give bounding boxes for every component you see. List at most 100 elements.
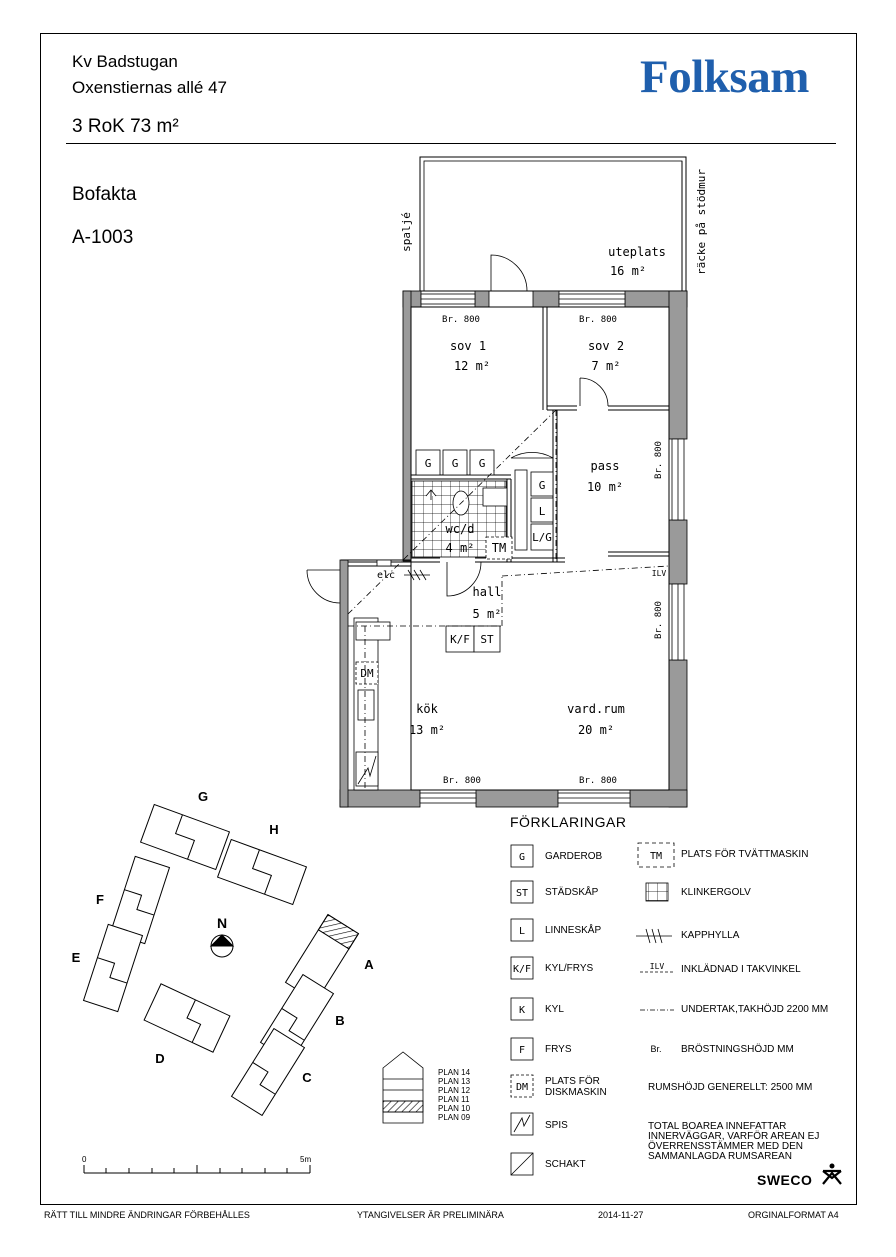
room-area-kok: 13 m² <box>409 723 445 737</box>
room-labels: uteplats 16 m² sov 1 12 m² sov 2 7 m² pa… <box>409 245 666 737</box>
wardrobe-label: G <box>479 457 486 470</box>
coat-rack-symbol <box>636 928 672 944</box>
legend-code: TM <box>650 851 662 862</box>
sill-height-label: Br. 800 <box>442 315 480 325</box>
lowered-ceiling-lines <box>347 409 670 790</box>
tile-floor-symbol <box>645 882 669 902</box>
legend-item-label: PLATS FÖR DISKMASKIN <box>545 1076 607 1098</box>
legend-code: ILV <box>650 962 665 971</box>
legend-item-label: UNDERTAK,TAKHÖJD 2200 MM <box>681 1004 829 1015</box>
legend-code: K/F <box>513 964 531 975</box>
scale-bar <box>83 1165 311 1174</box>
footer-date: 2014-11-27 <box>598 1210 644 1220</box>
header-divider <box>66 143 836 144</box>
plan-label: PLAN 12 <box>438 1086 471 1095</box>
doors <box>306 254 609 604</box>
dishwasher-label: DM <box>360 667 374 680</box>
legend-item-label: INKLÄDNAD I TAKVINKEL <box>681 964 801 975</box>
building-e <box>82 923 144 1013</box>
building-label: F <box>96 892 104 907</box>
fridge-freezer-label: K/F <box>450 633 470 646</box>
legend-item-label: RUMSHÖJD GENERELLT: 2500 MM <box>648 1082 813 1093</box>
room-name-wcd: wc/d <box>446 522 475 536</box>
apartment-id: A-1003 <box>72 227 134 248</box>
plan-label: PLAN 11 <box>438 1095 470 1104</box>
storage-pass: G L L/G TM <box>485 469 554 560</box>
plan-label: PLAN 13 <box>438 1077 471 1086</box>
room-area-uteplats: 16 m² <box>610 264 646 278</box>
wardrobe-label: G <box>539 479 546 492</box>
washing-machine-label: TM <box>492 541 506 555</box>
room-area-sov2: 7 m² <box>592 359 621 373</box>
electrical-cabinet-label: elc <box>377 570 395 581</box>
scale-start: 0 <box>82 1155 87 1164</box>
legend-item-label: KYL/FRYS <box>545 963 594 974</box>
footer-preliminary: YTANGIVELSER ÄR PRELIMINÄRA <box>357 1210 504 1220</box>
linen-label: L <box>539 505 546 518</box>
room-name-sov2: sov 2 <box>588 339 624 353</box>
footer-format: ORGINALFORMAT A4 <box>748 1210 839 1220</box>
building-h <box>216 838 308 906</box>
legend-code: Br. <box>650 1044 661 1054</box>
kitchen-counter: DM <box>353 617 391 791</box>
room-area-sov1: 12 m² <box>454 359 490 373</box>
scale-end: 5m <box>300 1155 311 1164</box>
legend-item-label: SCHAKT <box>545 1159 586 1170</box>
building-label: H <box>269 822 278 837</box>
sill-height-label: Br. 800 <box>654 601 664 639</box>
sweco-icon <box>822 1163 842 1185</box>
sweco-logo: SWECO <box>757 1172 813 1188</box>
sill-height-label: Br. 800 <box>579 315 617 325</box>
sill-height-label: Br. 800 <box>654 441 664 479</box>
building-label: D <box>155 1051 164 1066</box>
legend-item-label: BRÖSTNINGSHÖJD MM <box>681 1044 794 1055</box>
brand-logo: Folksam <box>640 51 809 103</box>
site-map-labels: A B C D E F G H N <box>72 789 375 1085</box>
legend-item-label: KYL <box>545 1004 564 1015</box>
legend-item-label: LINNESKÅP <box>545 925 602 936</box>
building-label: B <box>335 1013 344 1028</box>
sill-height-label: Br. 800 <box>579 776 617 786</box>
terrace <box>419 156 687 292</box>
room-name-kok: kök <box>416 702 438 716</box>
room-area-vardrum: 20 m² <box>578 723 614 737</box>
footer-reservation: RÄTT TILL MINDRE ÄNDRINGAR FÖRBEHÅLLES <box>44 1210 250 1220</box>
legend-code: K <box>519 1005 525 1016</box>
floor-stack-labels: PLAN 14 PLAN 13 PLAN 12 PLAN 11 PLAN 10 … <box>438 1068 471 1122</box>
legend-item-label: SPIS <box>545 1120 568 1131</box>
cleaning-cabinet-label: ST <box>480 633 494 646</box>
room-area-hall: 5 m² <box>473 607 502 621</box>
legend-symbols: G ST L K/F K F DM TM ILV Br. <box>510 842 675 1176</box>
stove-symbol <box>510 1112 534 1136</box>
wardrobes-sov1: G G G <box>415 449 495 476</box>
plan-annotations: Br. 800 Br. 800 Br. 800 Br. 800 Br. 800 … <box>400 169 708 786</box>
building-label: G <box>198 789 208 804</box>
legend-code: F <box>519 1045 525 1056</box>
wardrobe-label: G <box>452 457 459 470</box>
building-label: C <box>302 1070 312 1085</box>
building-g <box>139 803 231 871</box>
room-name-pass: pass <box>591 459 620 473</box>
room-area-wcd: 4 m² <box>446 541 475 555</box>
legend-item-label: KLINKERGOLV <box>681 887 751 898</box>
ilv-label: ILV <box>652 569 667 578</box>
legend-item-label: GARDEROB <box>545 851 603 862</box>
legend-item-label: FRYS <box>545 1044 572 1055</box>
legend-note: TOTAL BOAREA INNEFATTAR INNERVÄGGAR, VAR… <box>648 1121 820 1162</box>
room-area-pass: 10 m² <box>587 480 623 494</box>
hall-fixtures: elc K/F ST <box>376 559 501 653</box>
legend-item-label: PLATS FÖR TVÄTTMASKIN <box>681 849 809 860</box>
north-label: N <box>217 915 227 931</box>
plan-label: PLAN 10 <box>438 1104 471 1113</box>
sill-height-label: Br. 800 <box>443 776 481 786</box>
wardrobe-label: G <box>425 457 432 470</box>
section-title: Bofakta <box>72 184 137 205</box>
building-d <box>143 983 231 1053</box>
plan-label: PLAN 09 <box>438 1113 471 1122</box>
exterior-walls <box>339 290 688 808</box>
legend-item-label: KAPPHYLLA <box>681 930 740 941</box>
building-label: A <box>364 957 374 972</box>
linen-wardrobe-label: L/G <box>532 531 552 544</box>
windows <box>419 293 685 804</box>
